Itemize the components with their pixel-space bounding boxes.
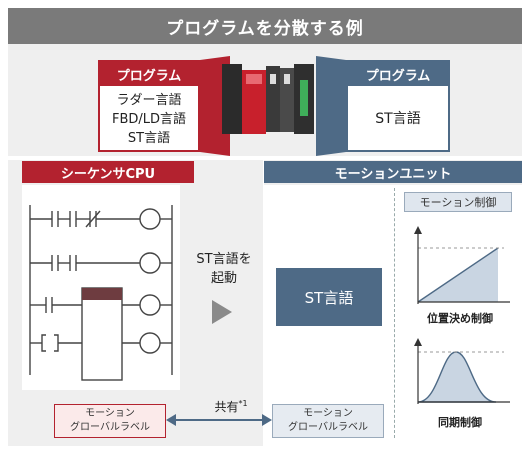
global-label-right-line1: モーション xyxy=(303,408,353,419)
hw-power-unit xyxy=(222,64,242,134)
positioning-graph xyxy=(414,226,510,304)
sync-label: 同期制御 xyxy=(438,416,482,429)
program-right-header: プログラム xyxy=(348,62,448,86)
motion-header: モーションユニット xyxy=(264,161,522,183)
program-left-line-ladder: ラダー言語 xyxy=(116,93,182,108)
program-box-right: プログラム ST言語 xyxy=(346,60,450,152)
motion-control-label: モーション制御 xyxy=(404,192,512,212)
shared-text: 共有 xyxy=(214,400,239,414)
global-label-left: モーション グローバルラベル xyxy=(54,404,166,438)
sync-curve xyxy=(417,351,497,403)
positioning-ramp xyxy=(417,247,499,303)
shared-label: 共有*1 xyxy=(196,398,266,415)
global-label-left-line2: グローバルラベル xyxy=(70,422,150,433)
program-right-body: ST言語 xyxy=(375,111,421,127)
positioning-label: 位置決め制御 xyxy=(427,312,493,325)
st-launch-line2: 起動 xyxy=(210,271,237,286)
sync-graph xyxy=(414,338,510,404)
function-block-header xyxy=(82,288,122,300)
program-box-left: プログラム ラダー言語 FBD/LD言語 ST言語 xyxy=(98,60,200,152)
global-label-left-line1: モーション xyxy=(85,408,135,419)
program-left-line-st: ST言語 xyxy=(127,131,171,146)
global-label-right-line2: グローバルラベル xyxy=(288,422,368,433)
st-launch-label: ST言語を 起動 xyxy=(186,250,262,288)
hw-right-wedge xyxy=(316,56,346,156)
st-launch-line1: ST言語を xyxy=(196,252,252,267)
shared-note: *1 xyxy=(238,399,248,408)
plc-hardware-image xyxy=(200,56,346,156)
program-left-header: プログラム xyxy=(100,62,198,86)
hw-io-unit-2 xyxy=(280,68,294,132)
page-title: プログラムを分散する例 xyxy=(166,18,364,39)
hw-io-unit-1 xyxy=(266,66,280,132)
program-left-line-fbd: FBD/LD言語 xyxy=(111,112,187,127)
global-label-right: モーション グローバルラベル xyxy=(272,404,384,438)
title-bar: プログラムを分散する例 xyxy=(8,8,522,44)
motion-divider xyxy=(394,188,395,438)
sequencer-header: シーケンサCPU xyxy=(22,161,194,183)
ladder-diagram xyxy=(29,205,173,381)
function-block xyxy=(81,287,123,381)
launch-arrow-icon xyxy=(212,300,232,324)
shared-double-arrow-icon xyxy=(166,414,272,426)
motion-st-block: ST言語 xyxy=(276,268,382,326)
